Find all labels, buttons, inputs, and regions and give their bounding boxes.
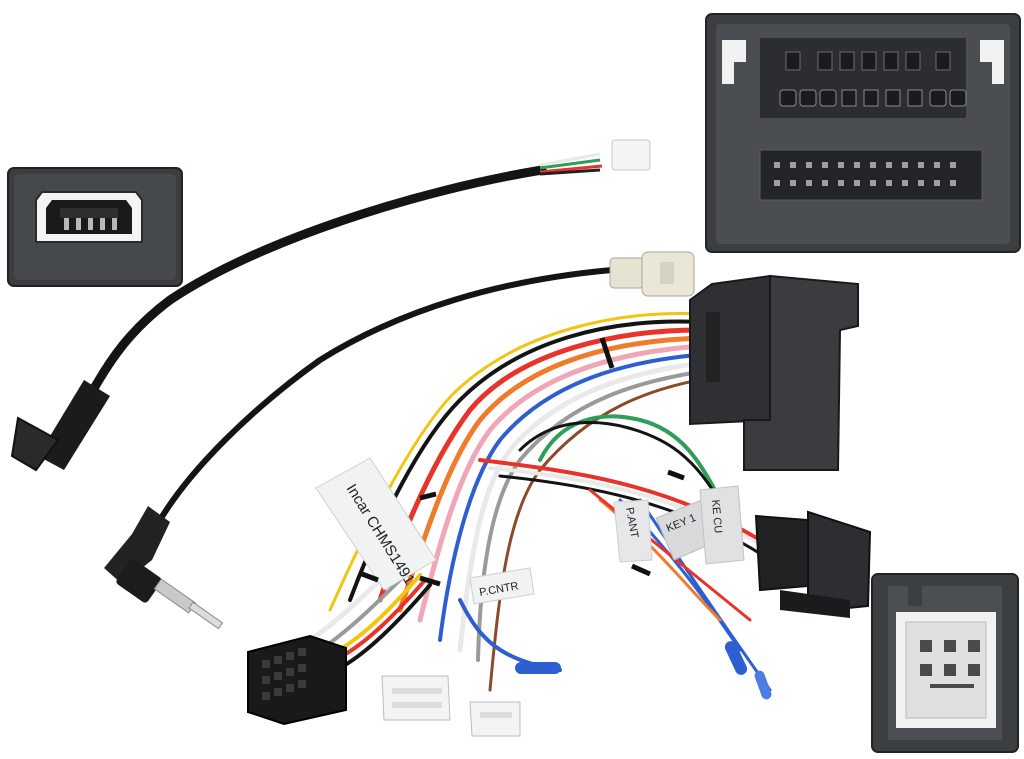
pant-tag-text: P.ANT — [623, 506, 640, 539]
head-unit-plug — [689, 274, 859, 471]
mini-socket-connector — [7, 167, 183, 287]
pcntr-label-tag: P.CNTR — [469, 567, 535, 605]
antenna-adapter-cable — [104, 251, 695, 630]
cable-ties — [361, 337, 685, 587]
small-vehicle-connector — [871, 573, 1019, 753]
iso-16pin-plug — [247, 634, 347, 726]
white-molex-plugs — [381, 675, 521, 737]
key-cu-tag-text: KE CU — [709, 499, 724, 534]
usb-extension-cable — [10, 139, 651, 472]
main-vehicle-connector — [705, 13, 1021, 253]
main-label-tag: Incar CHMS1491 — [315, 457, 437, 591]
wire-terminals — [515, 641, 772, 700]
steering-plug — [754, 510, 872, 618]
pant-label-tag: P.ANT — [613, 499, 653, 563]
key-cu-label-tag: KE CU — [699, 485, 745, 565]
